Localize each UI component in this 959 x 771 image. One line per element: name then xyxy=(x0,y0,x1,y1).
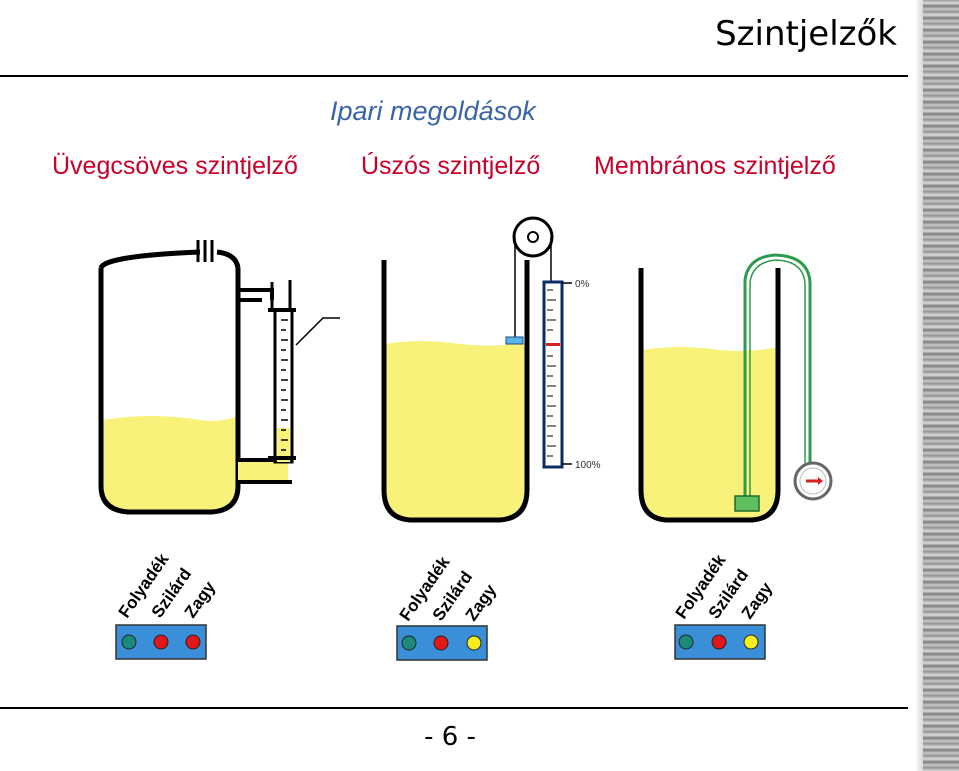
indicator-panel-1 xyxy=(115,624,207,660)
indicator-panel-3 xyxy=(674,624,766,660)
header-divider xyxy=(0,75,908,77)
indicator-light xyxy=(678,634,694,650)
indicator-light xyxy=(121,634,137,650)
glass-tube-tank xyxy=(98,240,340,515)
page-number: - 6 - xyxy=(424,722,476,752)
indicator-light xyxy=(185,634,201,650)
indicator-light xyxy=(433,635,449,651)
title-membrane-gauge: Membrános szintjelző xyxy=(594,152,836,180)
float-tank: 0% 100% xyxy=(381,216,601,523)
footer-divider xyxy=(0,707,908,709)
title-glass-tube-gauge: Üvegcsöves szintjelző xyxy=(52,152,298,180)
page-edge-decoration xyxy=(915,0,959,771)
scale-bottom-label: 100% xyxy=(575,460,601,471)
indicator-light xyxy=(401,635,417,651)
indicator-panel-2 xyxy=(396,625,488,661)
membrane-tank xyxy=(638,253,833,523)
title-float-gauge: Úszós szintjelző xyxy=(361,152,541,180)
indicator-light xyxy=(466,635,482,651)
scale-top-label: 0% xyxy=(575,279,590,290)
indicator-light xyxy=(711,634,727,650)
subtitle: Ipari megoldások xyxy=(330,96,536,126)
indicator-light xyxy=(153,634,169,650)
indicator-light xyxy=(743,634,759,650)
page-title: Szintjelzők xyxy=(715,14,897,54)
